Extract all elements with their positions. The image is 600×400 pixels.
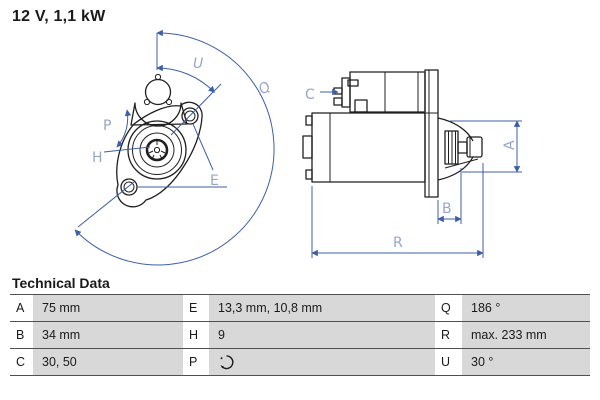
param-value-q: 186 ° <box>462 295 590 321</box>
rotation-direction-icon <box>220 355 234 370</box>
front-mounting-plate <box>116 101 203 208</box>
param-value-h: 9 <box>209 322 435 348</box>
param-value-c: 30, 50 <box>33 349 183 375</box>
param-value-u: 30 ° <box>462 349 590 375</box>
front-view: U Q P H E <box>74 29 275 266</box>
table-row: B 34 mm H 9 R max. 233 mm <box>10 322 590 349</box>
dimension-label-r: R <box>393 235 403 251</box>
dimension-label-b: B <box>442 201 452 217</box>
dimension-label-p: P <box>103 118 111 134</box>
dimension-label-u: U <box>193 56 203 72</box>
param-value-p <box>209 349 435 375</box>
dimension-label-q: Q <box>256 79 275 98</box>
dimension-label-e: E <box>210 173 219 189</box>
side-drive-end <box>437 117 483 181</box>
param-key-c: C <box>10 349 33 375</box>
param-key-h: H <box>183 322 209 348</box>
param-value-a: 75 mm <box>33 295 183 321</box>
param-key-e: E <box>183 295 209 321</box>
side-solenoid <box>333 71 426 113</box>
param-key-q: Q <box>435 295 462 321</box>
param-value-e: 13,3 mm, 10,8 mm <box>209 295 435 321</box>
technical-drawing: U Q P H E <box>74 29 522 266</box>
param-key-p: P <box>183 349 209 375</box>
side-motor-body <box>302 112 426 183</box>
front-top-flange <box>130 73 188 127</box>
param-key-b: B <box>10 322 33 348</box>
side-dimensions <box>311 88 522 258</box>
front-bearing-boss <box>127 120 187 180</box>
table-row: C 30, 50 P U 30 ° <box>10 349 590 376</box>
dimension-label-c: C <box>305 87 315 103</box>
front-dimensions <box>74 29 275 266</box>
dimension-label-a: A <box>502 140 518 150</box>
param-key-a: A <box>10 295 33 321</box>
side-flange-plate <box>424 69 439 198</box>
dimension-label-h: H <box>92 150 103 166</box>
table-row: A 75 mm E 13,3 mm, 10,8 mm Q 186 ° <box>10 295 590 322</box>
param-key-u: U <box>435 349 462 375</box>
side-view: C A B R <box>302 69 522 258</box>
param-value-r: max. 233 mm <box>462 322 590 348</box>
param-value-b: 34 mm <box>33 322 183 348</box>
table-title: Technical Data <box>12 275 110 291</box>
param-key-r: R <box>435 322 462 348</box>
rating-headline: 12 V, 1,1 kW <box>12 8 106 25</box>
technical-data-table: A 75 mm E 13,3 mm, 10,8 mm Q 186 ° B 34 … <box>10 294 590 376</box>
